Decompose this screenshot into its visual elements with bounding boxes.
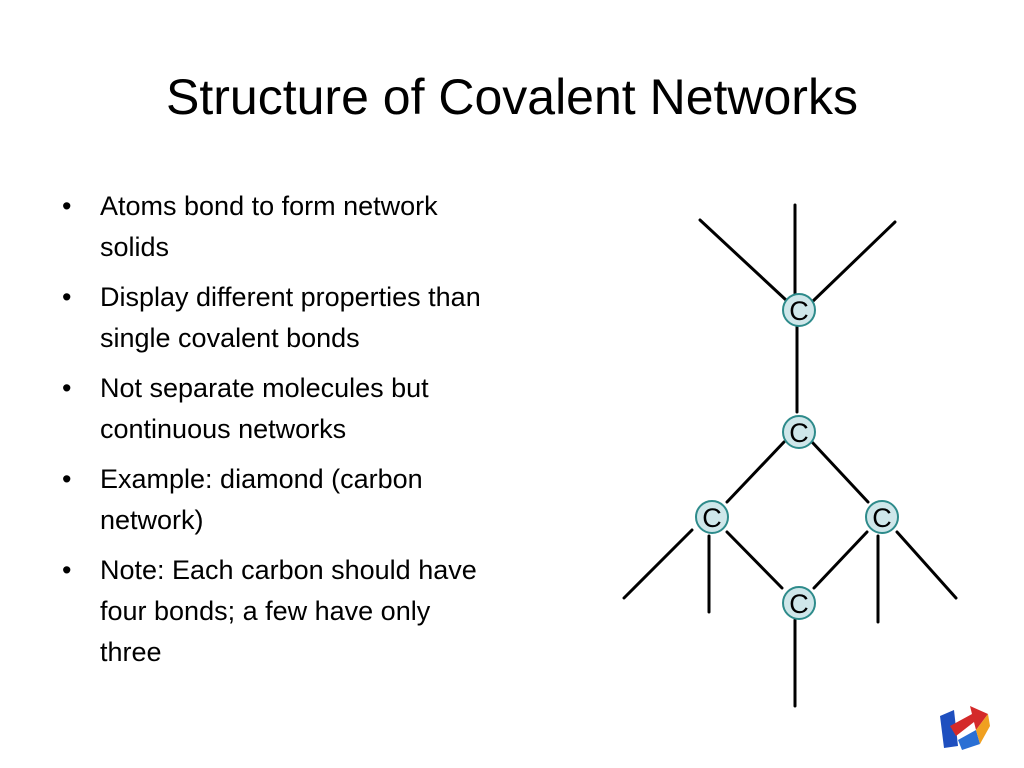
bond-line (698, 218, 788, 302)
bullet-item: • Example: diamond (carbon network) (58, 459, 488, 541)
bullet-text: Example: diamond (carbon network) (100, 464, 423, 535)
bond-line (810, 440, 870, 504)
bond-line (725, 530, 784, 590)
bullet-text: Display different properties than single… (100, 282, 481, 353)
bond-line (812, 530, 869, 590)
carbon-atom (695, 500, 729, 534)
bullet-item: • Atoms bond to form network solids (58, 186, 488, 268)
bullet-text: Atoms bond to form network solids (100, 191, 438, 262)
carbon-atom-label: C (789, 589, 809, 619)
slide-title: Structure of Covalent Networks (166, 69, 858, 125)
bullet-item: • Not separate molecules but continuous n… (58, 368, 488, 450)
carbon-atom-label: C (789, 418, 809, 448)
bullet-text: Not separate molecules but continuous ne… (100, 373, 429, 444)
carbon-atom-label: C (789, 296, 809, 326)
bullet-item: • Display different properties than singl… (58, 277, 488, 359)
bullet-marker: • (62, 282, 72, 312)
carbon-atom (782, 586, 816, 620)
bullet-marker: • (62, 464, 72, 494)
bullet-text: Note: Each carbon should have four bonds… (100, 555, 477, 667)
carbon-atom-label: C (872, 503, 892, 533)
carbon-atom (782, 293, 816, 327)
bullet-list: • Atoms bond to form network solids • Disp… (58, 186, 488, 682)
carbon-atom (865, 500, 899, 534)
publisher-arrows-logo-icon (940, 706, 990, 750)
carbon-atom (782, 415, 816, 449)
bullet-marker: • (62, 373, 72, 403)
bond-line (895, 530, 958, 600)
carbon-atom-label: C (702, 503, 722, 533)
bond-line (725, 440, 786, 504)
bullet-marker: • (62, 555, 72, 585)
bond-line (810, 220, 897, 304)
bond-line (622, 528, 694, 600)
bullet-marker: • (62, 191, 72, 221)
bullet-item: • Note: Each carbon should have four bond… (58, 550, 488, 673)
